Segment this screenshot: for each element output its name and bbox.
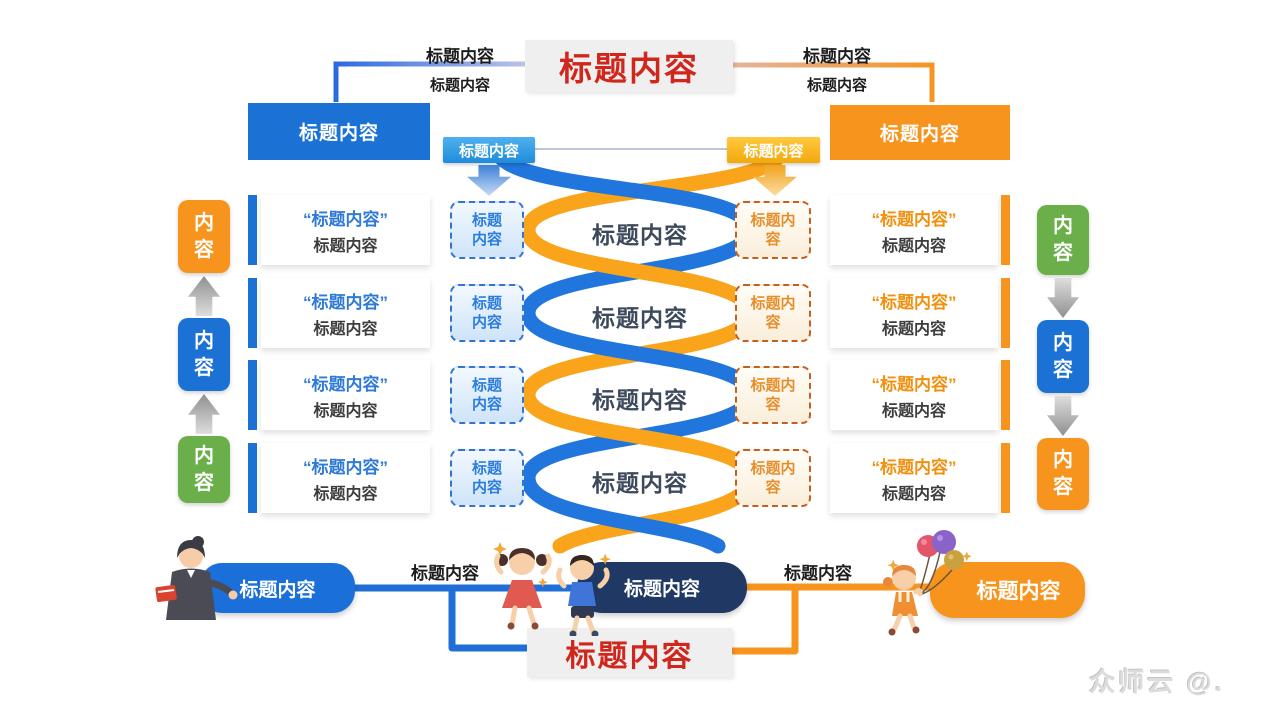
left-card: “标题内容” 标题内容	[261, 443, 430, 513]
left-dashed-tag: 标题内容	[450, 366, 524, 424]
card-subtitle: 标题内容	[881, 402, 946, 420]
girl-with-balloons-illustration	[883, 530, 972, 636]
dashed-tag-text: 标题内容	[471, 459, 502, 497]
helix-row-3: “标题内容” 标题内容 标题内容 标题内容 标题内容 “标题内容” 标题内容	[0, 360, 1267, 430]
card-subtitle: 标题内容	[313, 320, 378, 338]
card-subtitle: 标题内容	[881, 320, 946, 338]
helix-center-label: 标题内容	[592, 222, 688, 248]
girl-red-dress-illustration	[493, 542, 552, 630]
top-left-label-below: 标题内容	[429, 77, 490, 94]
left-column-box-3: 内容	[178, 436, 230, 503]
boy-blue-illustration	[556, 553, 611, 636]
right-card: “标题内容” 标题内容	[830, 195, 998, 265]
card-quote: “标题内容”	[303, 292, 388, 312]
dashed-tag-text: 标题内容	[471, 211, 502, 249]
card-subtitle: 标题内容	[881, 237, 946, 255]
helix-row-4: “标题内容” 标题内容 标题内容 标题内容 标题内容 “标题内容” 标题内容	[0, 443, 1267, 513]
footer-right-box: 标题内容	[930, 562, 1085, 618]
right-accent-bar	[1001, 195, 1010, 265]
dashed-tag-text: 标题内容	[750, 376, 796, 414]
left-column-box-2: 内容	[178, 318, 230, 391]
footer-right-link-label: 标题内容	[784, 564, 852, 583]
top-right-label-above: 标题内容	[803, 47, 871, 66]
top-left-bracket-line	[333, 61, 525, 102]
side-box-text: 内容	[1053, 215, 1073, 264]
teacher-illustration	[155, 536, 238, 620]
card-quote: “标题内容”	[871, 457, 957, 477]
helix-center-label: 标题内容	[592, 305, 688, 331]
watermark: 众师云 @.	[1089, 667, 1225, 697]
dashed-tag-text: 标题内容	[471, 294, 502, 332]
right-accent-bar	[1001, 443, 1010, 513]
header-right-box: 标题内容	[830, 105, 1010, 160]
card-subtitle: 标题内容	[313, 485, 378, 503]
right-card: “标题内容” 标题内容	[830, 278, 998, 348]
card-quote: “标题内容”	[303, 374, 388, 394]
card-quote: “标题内容”	[303, 457, 388, 477]
footer-blue-connector	[355, 584, 577, 652]
right-column-box-2: 内容	[1037, 320, 1089, 393]
right-dashed-tag: 标题内容	[735, 449, 811, 507]
card-subtitle: 标题内容	[313, 402, 378, 420]
side-box-text: 内容	[1053, 449, 1073, 498]
right-column-box-1: 内容	[1037, 205, 1089, 275]
right-dashed-tag: 标题内容	[735, 201, 811, 259]
left-card: “标题内容” 标题内容	[261, 278, 430, 348]
footer-title: 标题内容	[527, 628, 732, 677]
left-dashed-tag: 标题内容	[450, 201, 524, 259]
left-accent-bar	[248, 195, 257, 265]
right-dashed-tag: 标题内容	[735, 366, 811, 424]
dashed-tag-text: 标题内容	[750, 294, 796, 332]
dashed-tag-text: 标题内容	[471, 376, 502, 414]
card-subtitle: 标题内容	[881, 485, 946, 503]
right-column-box-3: 内容	[1037, 438, 1089, 510]
helix-row-1: “标题内容” 标题内容 标题内容 标题内容 标题内容 “标题内容” 标题内容	[0, 195, 1267, 265]
balloons-icon	[917, 530, 964, 595]
side-box-text: 内容	[194, 329, 214, 379]
card-quote: “标题内容”	[303, 209, 388, 229]
dashed-tag-text: 标题内容	[750, 459, 796, 497]
main-title: 标题内容	[525, 40, 733, 92]
card-subtitle: 标题内容	[313, 237, 378, 255]
left-dashed-tag: 标题内容	[450, 284, 524, 342]
top-right-label-below: 标题内容	[806, 77, 867, 94]
top-right-bracket-line	[733, 62, 935, 102]
right-accent-bar	[1001, 360, 1010, 430]
left-accent-bar	[248, 443, 257, 513]
right-dashed-tag: 标题内容	[735, 284, 811, 342]
left-accent-bar	[248, 360, 257, 430]
helix-center-label: 标题内容	[592, 387, 688, 413]
left-accent-bar	[248, 278, 257, 348]
card-quote: “标题内容”	[871, 209, 957, 229]
left-column-box-1: 内容	[178, 200, 230, 273]
dashed-tag-text: 标题内容	[750, 211, 796, 249]
top-left-label-above: 标题内容	[426, 47, 494, 66]
right-card: “标题内容” 标题内容	[830, 360, 998, 430]
side-box-text: 内容	[194, 444, 214, 494]
helix-right-tag: 标题内容	[727, 137, 820, 163]
helix-row-2: “标题内容” 标题内容 标题内容 标题内容 标题内容 “标题内容” 标题内容	[0, 278, 1267, 348]
header-left-box: 标题内容	[248, 103, 430, 160]
helix-center-label: 标题内容	[592, 470, 688, 496]
helix-left-tag: 标题内容	[443, 137, 535, 163]
right-card: “标题内容” 标题内容	[830, 443, 998, 513]
side-box-text: 内容	[1053, 331, 1073, 381]
footer-left-link-label: 标题内容	[411, 564, 479, 583]
left-card: “标题内容” 标题内容	[261, 360, 430, 430]
left-dashed-tag: 标题内容	[450, 449, 524, 507]
card-quote: “标题内容”	[871, 292, 957, 312]
helix-blue-strand	[489, 140, 758, 554]
left-card: “标题内容” 标题内容	[261, 195, 430, 265]
side-box-text: 内容	[194, 211, 214, 261]
right-accent-bar	[1001, 278, 1010, 348]
card-quote: “标题内容”	[871, 374, 957, 394]
